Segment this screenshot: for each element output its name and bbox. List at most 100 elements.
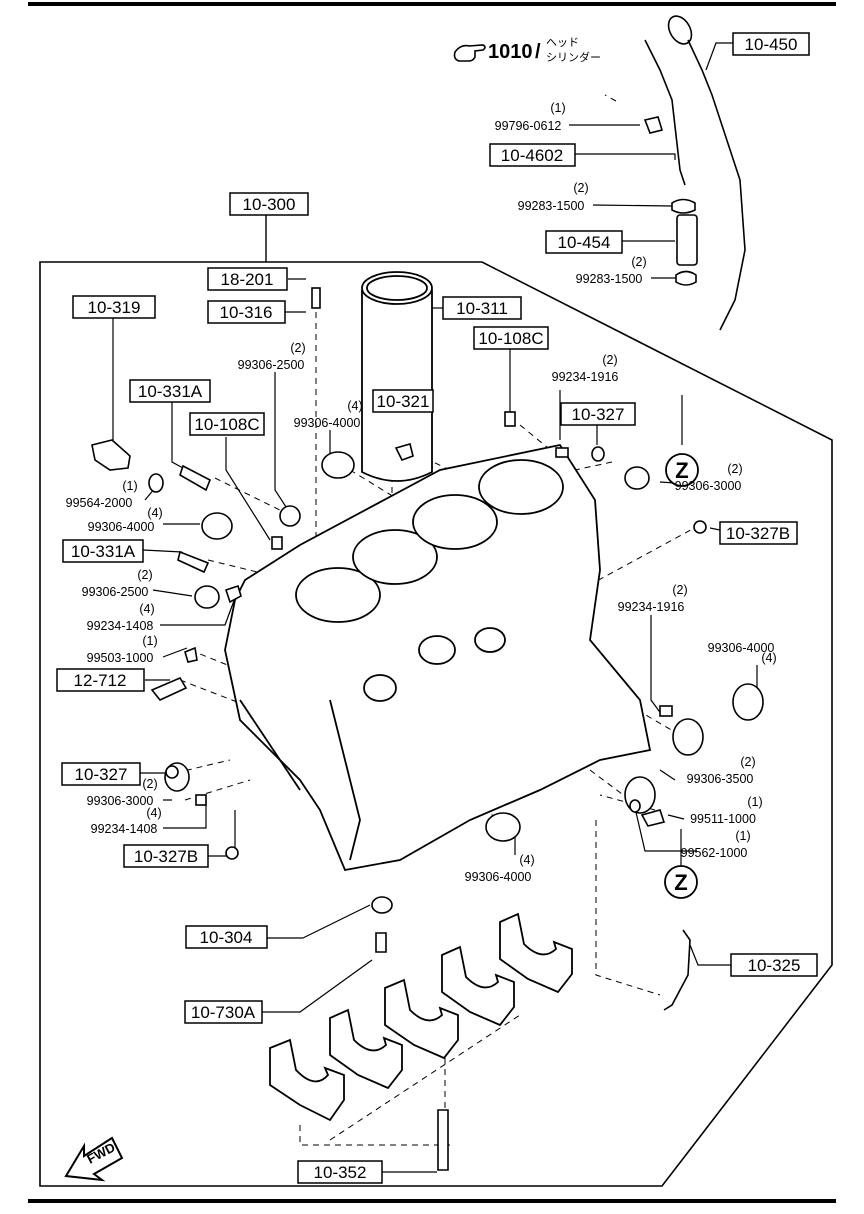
- bolt-part: [375, 932, 387, 953]
- dowel-part: [195, 794, 207, 806]
- boxed-label: [62, 539, 144, 563]
- boxed-label: [72, 295, 156, 319]
- bearing-cap: [269, 1038, 345, 1122]
- boxed-labels: [56, 32, 818, 1184]
- part-qty: (4): [761, 651, 776, 665]
- svg-text:10-4602: 10-4602: [501, 146, 563, 165]
- dipstick: [644, 15, 746, 331]
- dowel-part: [555, 447, 569, 458]
- part-qty: (1): [122, 479, 137, 493]
- seal-part: [485, 812, 521, 842]
- ref-slash: /: [535, 41, 541, 63]
- drain-part: [371, 896, 393, 914]
- part-code: 99503-1000: [87, 651, 154, 665]
- part-qty: (2): [602, 353, 617, 367]
- part-code: 99306-2500: [238, 358, 305, 372]
- part-code: 99234-1408: [87, 619, 154, 633]
- part-qty: (2): [142, 777, 157, 791]
- boxed-label: [719, 521, 798, 545]
- boxed-label: [184, 1000, 263, 1024]
- part-qty: (2): [672, 583, 687, 597]
- part-qty: (4): [139, 602, 154, 616]
- clamp-part: [671, 198, 696, 214]
- part-code: 99306-4000: [88, 520, 155, 534]
- part-code: 99306-4000: [708, 641, 775, 655]
- part-code: 99511-1000: [690, 812, 756, 826]
- bolt-part: [184, 646, 198, 663]
- svg-text:10-108C: 10-108C: [478, 329, 543, 348]
- connector-z-top: Z: [665, 453, 699, 487]
- svg-text:18-201: 18-201: [221, 270, 274, 289]
- dowel-part: [271, 536, 283, 550]
- part-qty: (1): [747, 795, 762, 809]
- boxed-label: [229, 192, 309, 216]
- fitting-part: [150, 676, 188, 701]
- bearing-cap: [441, 945, 515, 1027]
- cap-part: [693, 520, 707, 534]
- boxed-label: [560, 402, 636, 426]
- part-qty: (4): [147, 506, 162, 520]
- oil-pipe-part: [663, 929, 691, 1011]
- bearing-cap: [499, 912, 573, 994]
- boxed-label: [129, 379, 211, 403]
- part-code: 99564-2000: [66, 496, 133, 510]
- small-parts: [91, 116, 764, 1171]
- part-qty: (2): [631, 255, 646, 269]
- boxed-label: [185, 925, 268, 949]
- cap-part: [225, 846, 239, 860]
- boxed-label: [61, 762, 141, 786]
- bearing-caps: [269, 912, 573, 1122]
- dowel-part: [504, 411, 516, 427]
- bolt-part: [224, 584, 242, 604]
- part-qty: (1): [735, 829, 750, 843]
- washer-part: [148, 473, 164, 493]
- svg-text:10-327B: 10-327B: [134, 847, 198, 866]
- svg-text:10-454: 10-454: [558, 233, 611, 252]
- svg-text:10-327: 10-327: [572, 405, 625, 424]
- part-code: 99234-1916: [618, 600, 685, 614]
- boxed-label: [442, 296, 522, 320]
- assembly-outline: [39, 261, 833, 1187]
- part-qty: (2): [740, 755, 755, 769]
- leader-lines: [112, 42, 758, 1173]
- svg-text:10-331A: 10-331A: [71, 542, 136, 561]
- boxed-label: [545, 230, 623, 254]
- connector-z-bottom: Z: [664, 865, 698, 899]
- plug-part: [321, 451, 355, 479]
- svg-text:Z: Z: [675, 458, 688, 483]
- oil-level-sleeve: [676, 214, 698, 266]
- part-code: 99796-0612: [495, 119, 562, 133]
- svg-text:10-327: 10-327: [75, 765, 128, 784]
- part-qty: (2): [137, 568, 152, 582]
- plug-part: [201, 512, 233, 540]
- svg-text:10-321: 10-321: [377, 392, 430, 411]
- cap-part: [165, 765, 179, 779]
- boxed-label: [732, 32, 810, 56]
- bottom-rule: [28, 1199, 836, 1203]
- part-qty: (2): [573, 181, 588, 195]
- bolt-part: [177, 550, 210, 574]
- part-code: 99306-4000: [465, 870, 532, 884]
- boxed-label: [207, 300, 286, 324]
- cylinder-liner: [361, 271, 433, 482]
- ref-text-line2: シリンダー: [546, 50, 601, 64]
- svg-text:10-304: 10-304: [200, 928, 253, 947]
- seal-part: [732, 683, 764, 721]
- plug-part: [194, 585, 220, 609]
- svg-text:10-327B: 10-327B: [726, 524, 790, 543]
- boxed-label: [489, 143, 576, 167]
- svg-text:10-331A: 10-331A: [138, 382, 203, 401]
- part-code: 99283-1500: [518, 199, 585, 213]
- ref-number: 1010: [488, 41, 533, 63]
- clamp-part: [675, 270, 697, 286]
- part-labels: (1) 99796-0612 (2) 99283-1500 (2) 99283-…: [66, 101, 777, 884]
- svg-text:10-311: 10-311: [456, 299, 508, 318]
- part-code: 99562-1000: [681, 846, 748, 860]
- fitting-part: [91, 439, 131, 471]
- svg-text:10-352: 10-352: [314, 1163, 367, 1182]
- part-qty: (1): [142, 634, 157, 648]
- boxed-label: [189, 412, 265, 436]
- header-reference: 1010 / ヘッド シリンダー: [453, 36, 601, 64]
- svg-text:10-319: 10-319: [88, 298, 141, 317]
- svg-text:10-300: 10-300: [243, 195, 296, 214]
